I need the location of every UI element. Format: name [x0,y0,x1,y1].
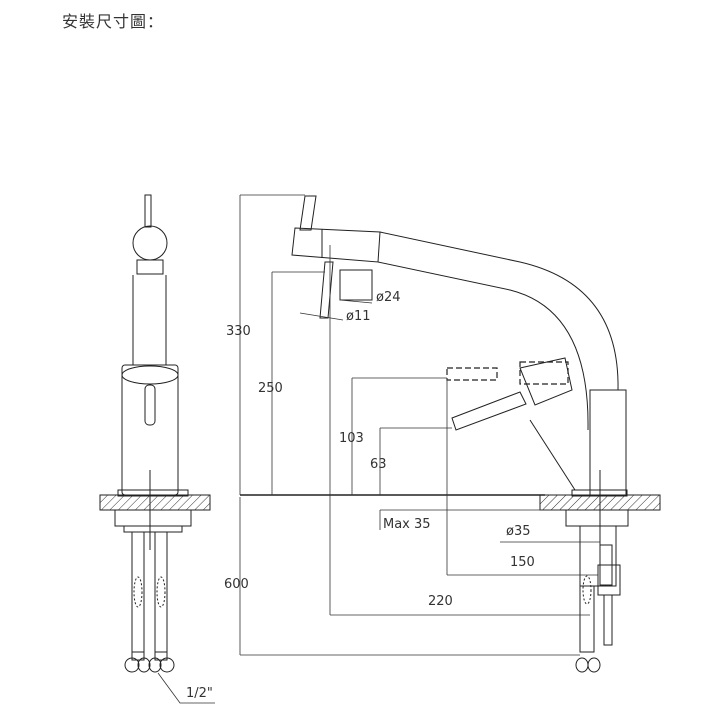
dim-250: 250 [258,381,283,396]
dim-d24: ø24 [376,290,401,305]
dim-63: 63 [370,457,387,472]
front-view [99,194,215,704]
dim-d35: ø35 [506,524,531,539]
dimension-lines [239,194,600,656]
dim-150: 150 [510,555,535,570]
dim-600: 600 [224,577,249,592]
dim-220: 220 [428,594,453,609]
dim-330: 330 [226,324,251,339]
hose-thread-label: 1/2" [186,686,213,701]
dim-103: 103 [339,431,364,446]
dim-d11: ø11 [346,309,371,324]
dim-max35: Max 35 [383,517,431,532]
page-title: 安裝尺寸圖： [62,12,165,31]
